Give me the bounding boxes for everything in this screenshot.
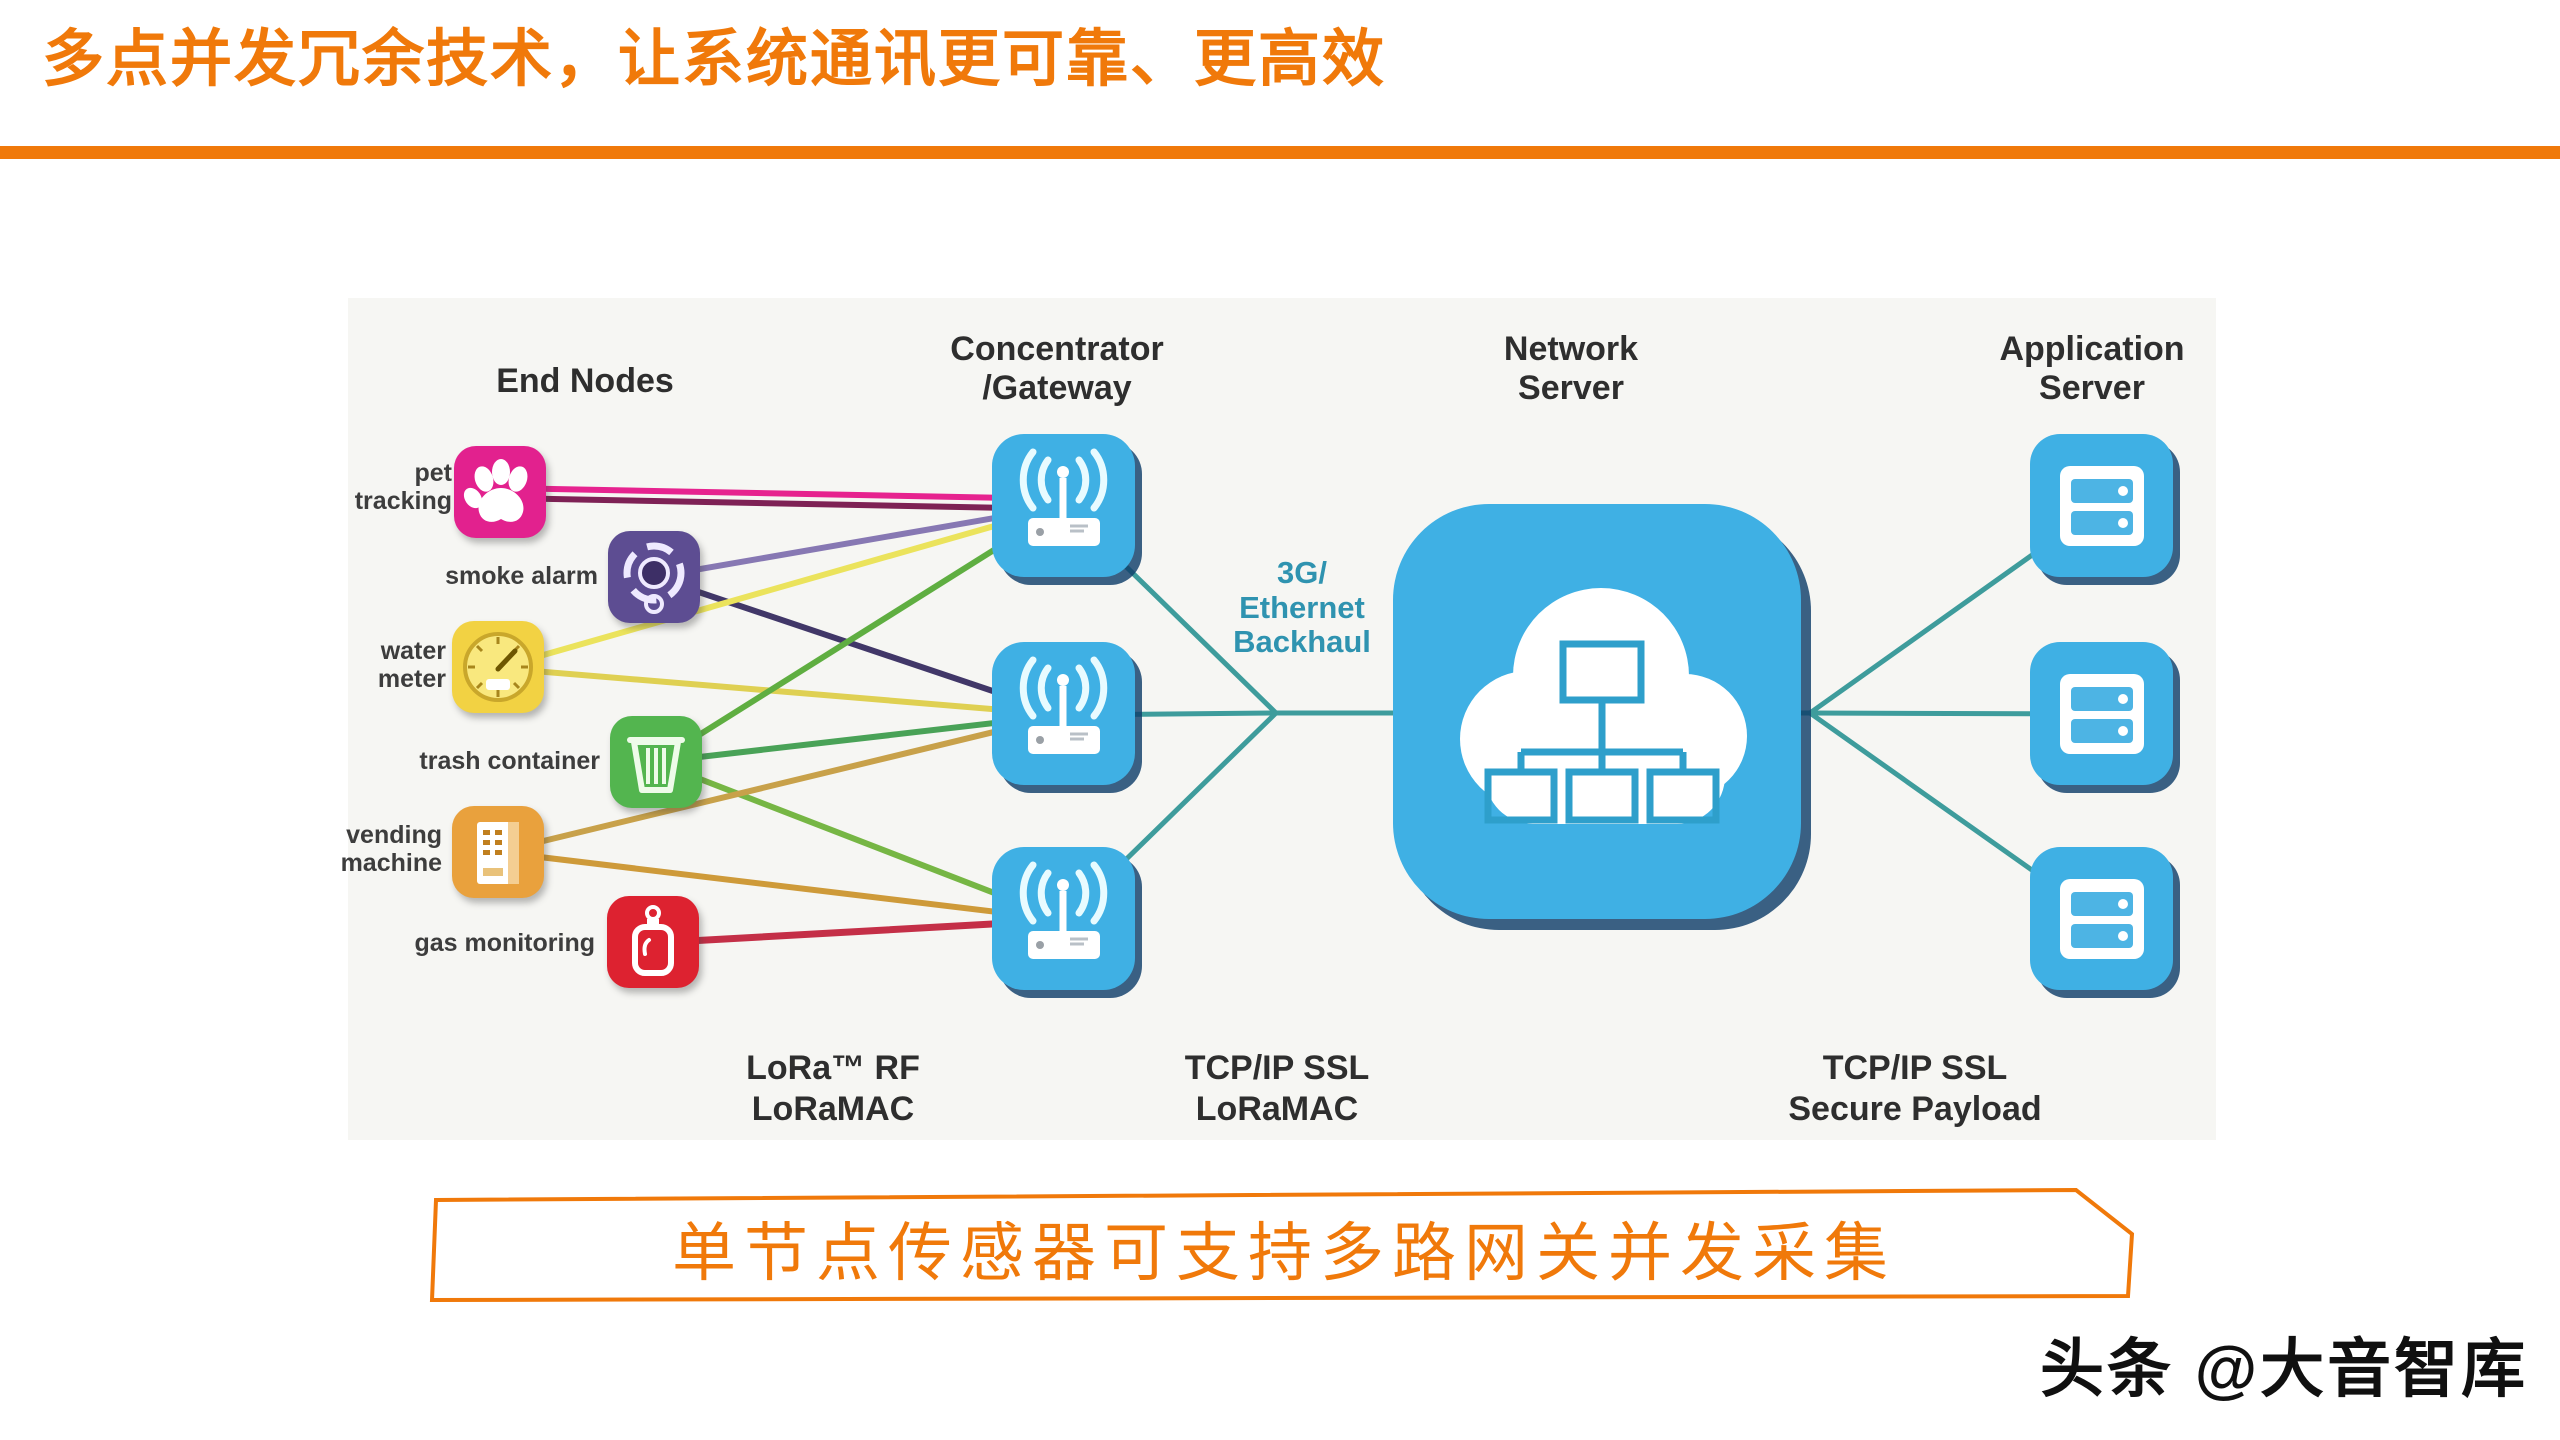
- protocol-tcpip-secure: TCP/IP SSL Secure Payload: [1788, 1049, 2042, 1128]
- header-gateway: Concentrator /Gateway: [950, 330, 1164, 408]
- network-server-box: [1393, 504, 1801, 919]
- cloud-network-icon: [1460, 588, 1747, 824]
- label-water-meter: water meter: [377, 637, 446, 693]
- end-node-pet-tracking: [454, 446, 546, 538]
- label-gas-monitoring: gas monitoring: [414, 929, 595, 957]
- paw-icon: [463, 459, 528, 522]
- caption-text: 单节点传感器可支持多路网关并发采集: [672, 1218, 1896, 1289]
- wifi-router-icon: [1019, 656, 1108, 754]
- server-icon: [2060, 879, 2144, 959]
- header-network-server: Network Server: [1503, 330, 1639, 408]
- protocol-tcpip-loramac: TCP/IP SSL LoRaMAC: [1184, 1049, 1370, 1128]
- link-vending-machine-to-gateway-2: [495, 712, 1067, 855]
- end-node-trash-container: [610, 716, 702, 808]
- gauge-icon: [463, 632, 533, 702]
- gateway-1: [992, 434, 1135, 577]
- link-water-meter-to-gateway-1: [495, 503, 1067, 671]
- server-icon: [2060, 466, 2144, 546]
- label-smoke-alarm: smoke alarm: [445, 562, 598, 590]
- caption-border: [429, 1187, 2135, 1303]
- label-trash-container: trash container: [419, 747, 600, 775]
- vending-icon: [477, 822, 519, 884]
- caption-box: 单节点传感器可支持多路网关并发采集: [428, 1186, 2140, 1304]
- watermark: 头条 @大音智库: [2040, 1333, 2529, 1405]
- header-application-server: Application Server: [1999, 330, 2185, 408]
- end-node-gas-monitoring: [607, 896, 699, 988]
- link-water-meter-to-gateway-2: [495, 665, 1067, 718]
- gas-cylinder-icon: [632, 905, 674, 976]
- server-icon: [2060, 674, 2144, 754]
- wifi-router-icon: [1019, 861, 1108, 959]
- trash-icon: [627, 737, 685, 793]
- end-node-vending-machine: [452, 806, 544, 898]
- wifi-router-icon: [1019, 448, 1108, 546]
- header-end-nodes: End Nodes: [496, 362, 674, 400]
- label-pet-tracking: pet tracking: [354, 459, 452, 515]
- smoke-detector-icon: [623, 542, 685, 614]
- link-pet-tracking-to-gateway-1: [497, 495, 1067, 512]
- link-vending-machine-to-gateway-3: [495, 849, 1067, 923]
- app-server-2: [2030, 642, 2173, 785]
- label-vending-machine: vending machine: [340, 821, 442, 877]
- gateway-2: [992, 642, 1135, 785]
- app-server-1: [2030, 434, 2173, 577]
- end-node-smoke-alarm: [608, 531, 700, 623]
- app-server-3: [2030, 847, 2173, 990]
- page-title: 多点并发冗余技术，让系统通讯更可靠、更高效: [42, 25, 1387, 94]
- title-divider: [0, 146, 2560, 159]
- link-pet-tracking-to-gateway-1: [497, 485, 1067, 502]
- backhaul-label: 3G/ Ethernet Backhaul: [1233, 555, 1371, 660]
- end-node-water-meter: [452, 621, 544, 713]
- protocol-lora: LoRa™ RF LoRaMAC: [746, 1049, 920, 1128]
- gateway-3: [992, 847, 1135, 990]
